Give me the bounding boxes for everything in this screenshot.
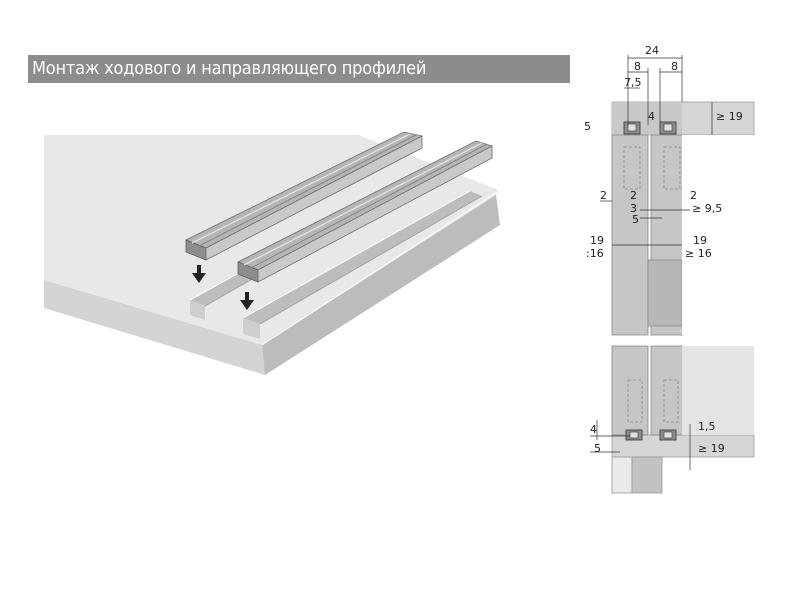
dim-19-right: 19	[693, 234, 707, 247]
dim-5-bottom: 5	[594, 442, 601, 455]
dim-5-mid: 5	[632, 213, 639, 226]
dim-ge19-bottom: ≥ 19	[698, 442, 725, 455]
title-bar: Монтаж ходового и направляющего профилей	[28, 55, 570, 83]
dim-2-left: 2	[600, 189, 607, 202]
dim-16-left: :16	[586, 247, 604, 260]
page-title: Монтаж ходового и направляющего профилей	[32, 58, 427, 79]
dim-ge19-top: ≥ 19	[716, 110, 743, 123]
dim-5-top: 5	[584, 120, 591, 133]
door-panel-left-bottom	[611, 345, 649, 436]
dim-ge16-right: ≥ 16	[685, 247, 712, 260]
arrow-down-icon-1	[192, 265, 206, 283]
dim-4-top: 4	[648, 110, 655, 123]
dim-19-left: 19	[590, 234, 604, 247]
dim-8-right: 8	[671, 60, 678, 73]
profile-rail-1	[185, 131, 424, 261]
profile-rail-2	[237, 140, 494, 283]
board-front-face	[44, 280, 265, 375]
arrow-down-icon-2	[240, 292, 254, 310]
groove-2	[243, 191, 482, 324]
door-panel-left-top	[611, 134, 649, 336]
dim-ge9-5: ≥ 9,5	[692, 202, 722, 215]
dim-2-a: 2	[630, 189, 637, 202]
dim-3: 3	[630, 202, 637, 215]
dim-2-right: 2	[690, 189, 697, 202]
dim-4-bottom: 4	[590, 423, 597, 436]
door-panel-right-bottom	[650, 345, 684, 436]
dim-24: 24	[645, 44, 659, 57]
board-side-face	[262, 195, 500, 375]
dim-1-5: 1,5	[698, 420, 716, 433]
dim-8-left: 8	[634, 60, 641, 73]
dim-7-5: 7,5	[624, 76, 642, 89]
